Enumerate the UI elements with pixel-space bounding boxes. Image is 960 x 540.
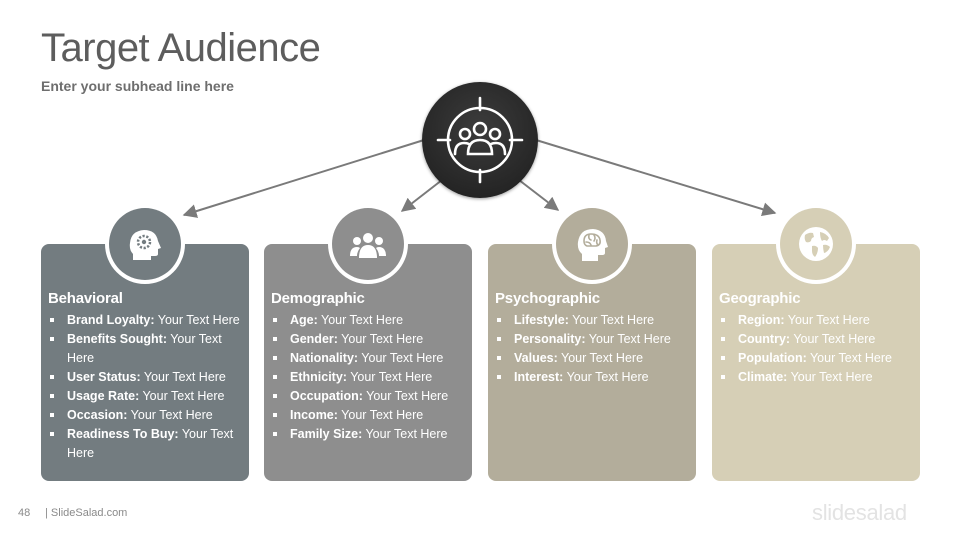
- list-item: Values: Your Text Here: [495, 349, 691, 368]
- list-item: Income: Your Text Here: [271, 406, 467, 425]
- card-title: Geographic: [719, 290, 801, 307]
- list-item: Population: Your Text Here: [719, 349, 915, 368]
- target-audience-hub: [422, 82, 538, 198]
- list-item: Nationality: Your Text Here: [271, 349, 467, 368]
- card-behavioral: Behavioral Brand Loyalty: Your Text Here…: [41, 204, 249, 481]
- list-item: User Status: Your Text Here: [48, 368, 244, 387]
- card-icon-demographic: [328, 204, 408, 284]
- list-item: Country: Your Text Here: [719, 330, 915, 349]
- arrow-geographic: [535, 139, 777, 217]
- list-item: Gender: Your Text Here: [271, 330, 467, 349]
- head-brain-icon: [577, 229, 608, 261]
- globe-icon: [799, 227, 833, 261]
- list-item: Age: Your Text Here: [271, 311, 467, 330]
- card-list: Brand Loyalty: Your Text Here Benefits S…: [48, 311, 244, 463]
- card-list: Region: Your Text Here Country: Your Tex…: [719, 311, 915, 387]
- list-item: Occupation: Your Text Here: [271, 387, 467, 406]
- card-title: Psychographic: [495, 290, 600, 307]
- card-geographic: Geographic Region: Your Text Here Countr…: [712, 204, 920, 481]
- list-item: Readiness To Buy: Your Text Here: [48, 425, 244, 463]
- card-list: Age: Your Text Here Gender: Your Text He…: [271, 311, 467, 444]
- arrow-demographic: [400, 179, 443, 212]
- brand-logo: slidesalad: [812, 500, 907, 525]
- head-gear-icon: [129, 230, 161, 260]
- card-icon-geographic: [776, 204, 856, 284]
- card-title: Demographic: [271, 290, 365, 307]
- slide-title: Target Audience: [41, 26, 321, 70]
- target-audience-icon: [436, 96, 524, 184]
- arrow-psychographic: [518, 179, 560, 211]
- group-icon: [350, 233, 386, 258]
- page-number: 48: [18, 507, 31, 519]
- list-item: Climate: Your Text Here: [719, 368, 915, 387]
- card-psychographic: Psychographic Lifestyle: Your Text Here …: [488, 204, 696, 481]
- list-item: Lifestyle: Your Text Here: [495, 311, 691, 330]
- list-item: Family Size: Your Text Here: [271, 425, 467, 444]
- list-item: Benefits Sought: Your Text Here: [48, 330, 244, 368]
- list-item: Occasion: Your Text Here: [48, 406, 244, 425]
- card-title: Behavioral: [48, 290, 123, 307]
- list-item: Brand Loyalty: Your Text Here: [48, 311, 244, 330]
- list-item: Ethnicity: Your Text Here: [271, 368, 467, 387]
- list-item: Interest: Your Text Here: [495, 368, 691, 387]
- card-icon-behavioral: [105, 204, 185, 284]
- arrow-behavioral: [182, 139, 425, 218]
- card-list: Lifestyle: Your Text Here Personality: Y…: [495, 311, 691, 387]
- list-item: Region: Your Text Here: [719, 311, 915, 330]
- card-icon-psychographic: [552, 204, 632, 284]
- card-demographic: Demographic Age: Your Text Here Gender: …: [264, 204, 472, 481]
- list-item: Personality: Your Text Here: [495, 330, 691, 349]
- slide-subtitle: Enter your subhead line here: [41, 78, 234, 94]
- list-item: Usage Rate: Your Text Here: [48, 387, 244, 406]
- footer-site: | SlideSalad.com: [45, 507, 128, 519]
